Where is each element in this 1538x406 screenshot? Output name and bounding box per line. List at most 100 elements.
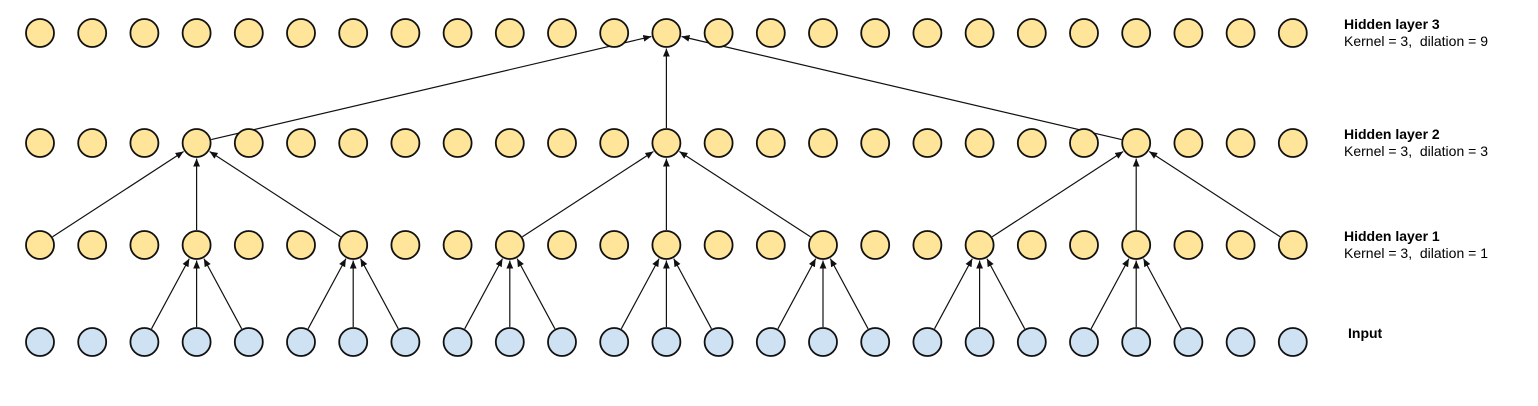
input-node [860, 327, 891, 357]
hidden1-node [860, 230, 891, 260]
hidden2-node [808, 128, 838, 158]
hidden3-node [547, 18, 577, 48]
hidden1-node [1016, 230, 1047, 260]
layer-title: Hidden layer 2 [1344, 126, 1440, 142]
input-node [181, 327, 212, 357]
hidden1-node [1069, 230, 1099, 260]
hidden2-node [912, 128, 943, 158]
hidden2-node [233, 128, 264, 158]
hidden2-node [181, 128, 212, 158]
hidden3-node [233, 18, 264, 48]
hidden2-node [964, 128, 995, 158]
input-node [703, 327, 734, 357]
hidden3-node [755, 18, 786, 48]
hidden3-node [390, 18, 421, 48]
layer-kernel-dilation: Kernel = 3, dilation = 3 [1344, 143, 1488, 159]
input-to-hidden1-arrow [359, 258, 399, 330]
layer-title: Hidden layer 1 [1344, 228, 1440, 244]
hidden3-node [860, 18, 891, 48]
input-node [808, 327, 838, 357]
input-to-hidden1-arrow [933, 258, 973, 330]
input-to-hidden1-arrow [1142, 258, 1182, 330]
input-node [964, 327, 995, 357]
hidden3-node [129, 18, 160, 48]
input-to-hidden1-arrow [1090, 258, 1130, 330]
hidden1-node [599, 230, 630, 260]
hidden2-node [1173, 128, 1204, 158]
hidden2-node [755, 128, 786, 158]
hidden1-node [390, 230, 421, 260]
hidden2-node [494, 128, 525, 158]
hidden3-node [25, 18, 55, 48]
input-node [547, 327, 577, 357]
input-node [494, 327, 525, 357]
hidden1-node [442, 230, 473, 260]
hidden1-to-hidden2-arrow [209, 150, 341, 238]
hidden1-to-hidden2-arrow [52, 150, 184, 238]
hidden2-node [129, 128, 160, 158]
input-to-hidden1-arrow [777, 258, 817, 330]
hidden1-to-hidden2-arrow [679, 150, 811, 238]
layer-label-hidden2: Hidden layer 2 Kernel = 3, dilation = 3 [1344, 126, 1488, 160]
hidden1-node [703, 230, 734, 260]
hidden2-node [599, 128, 630, 158]
hidden2-node [703, 128, 734, 158]
hidden3-node [703, 18, 734, 48]
layer-title: Hidden layer 3 [1344, 16, 1440, 32]
input-node [286, 327, 316, 357]
hidden1-node [129, 230, 160, 260]
input-to-hidden1-arrow [203, 258, 243, 330]
hidden3-node [286, 18, 316, 48]
input-node [390, 327, 421, 357]
input-node [651, 327, 682, 357]
input-node [1069, 327, 1099, 357]
input-to-hidden1-arrow [307, 258, 347, 330]
hidden1-node [755, 230, 786, 260]
input-to-hidden1-arrow [150, 258, 190, 330]
hidden1-node [494, 230, 525, 260]
input-node [1277, 327, 1308, 357]
input-node [25, 327, 55, 357]
hidden2-node [442, 128, 473, 158]
hidden1-node [1121, 230, 1152, 260]
input-node [77, 327, 108, 357]
hidden1-node [338, 230, 369, 260]
input-node [129, 327, 160, 357]
hidden2-node [1121, 128, 1152, 158]
hidden1-node [181, 230, 212, 260]
input-to-hidden1-arrow [829, 258, 869, 330]
hidden1-node [25, 230, 55, 260]
hidden2-node [651, 128, 682, 158]
input-node [912, 327, 943, 357]
hidden2-node [338, 128, 369, 158]
input-node [1173, 327, 1204, 357]
input-to-hidden1-arrow [464, 258, 504, 330]
hidden3-node [1225, 18, 1256, 48]
hidden3-node [599, 18, 630, 48]
hidden2-node [1225, 128, 1256, 158]
input-node [755, 327, 786, 357]
hidden3-node [964, 18, 995, 48]
hidden3-node [651, 18, 682, 48]
hidden2-node [77, 128, 108, 158]
input-node [1121, 327, 1152, 357]
hidden3-node [181, 18, 212, 48]
input-to-hidden1-arrow [516, 258, 556, 330]
hidden2-node [547, 128, 577, 158]
hidden1-node [233, 230, 264, 260]
input-node [338, 327, 369, 357]
hidden3-node [442, 18, 473, 48]
hidden3-node [1277, 18, 1308, 48]
hidden3-node [1121, 18, 1152, 48]
layer-label-hidden3: Hidden layer 3 Kernel = 3, dilation = 9 [1344, 16, 1488, 50]
hidden2-to-hidden3-arrow [211, 35, 652, 141]
hidden2-to-hidden3-arrow [681, 35, 1122, 141]
hidden2-node [390, 128, 421, 158]
hidden1-node [964, 230, 995, 260]
input-to-hidden1-arrow [986, 258, 1026, 330]
layer-kernel-dilation: Kernel = 3, dilation = 9 [1344, 33, 1488, 49]
hidden2-node [25, 128, 55, 158]
hidden1-node [77, 230, 108, 260]
hidden1-node [547, 230, 577, 260]
